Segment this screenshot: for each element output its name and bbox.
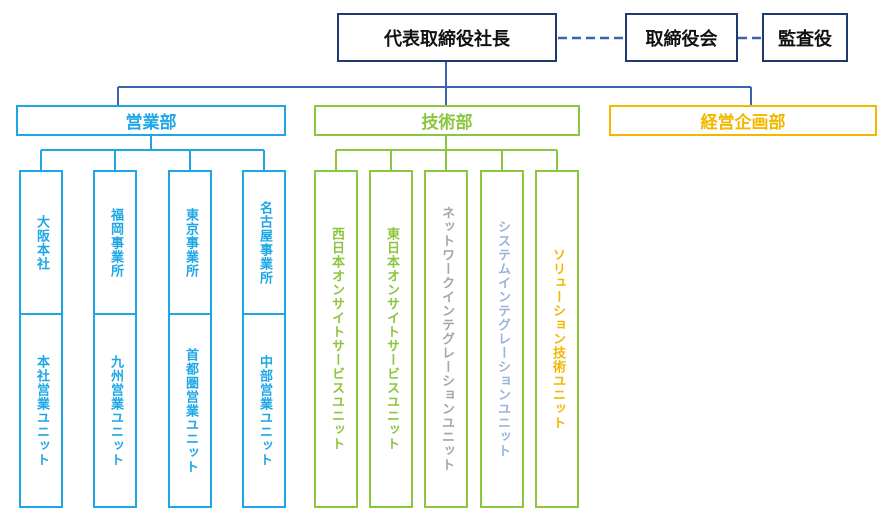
president-label: 代表取締役社長 [384, 28, 510, 50]
tech-unit-column: 東日本オンサイトサービスユニット [369, 170, 413, 508]
board-label: 取締役会 [645, 28, 718, 50]
office-label: 福岡事業所 [108, 207, 123, 278]
unit-label: 九州営業ユニット [108, 354, 123, 467]
tech-unit-column: 西日本オンサイトサービスユニット [314, 170, 358, 508]
sales-unit-column: 大阪本社 本社営業ユニット [19, 170, 63, 508]
sales-unit-column: 名古屋事業所 中部営業ユニット [242, 170, 286, 508]
office-label: 大阪本社 [34, 214, 49, 271]
unit-label: ネットワークインテグレーションユニット [439, 206, 454, 472]
tech-unit-column: システムインテグレーションユニット [480, 170, 524, 508]
unit-label: 本社営業ユニット [34, 354, 49, 467]
sales-dept-box: 営業部 [16, 105, 286, 136]
sales-unit-column: 東京事業所 首都圏営業ユニット [168, 170, 212, 508]
planning-dept-box: 経営企画部 [609, 105, 877, 136]
tech-dept-label: 技術部 [421, 113, 473, 133]
unit-label: 首都圏営業ユニット [183, 347, 198, 474]
auditor-label: 監査役 [778, 28, 832, 50]
tech-unit-column: ソリューション技術ユニット [535, 170, 579, 508]
tech-unit-column: ネットワークインテグレーションユニット [424, 170, 468, 508]
tech-dept-box: 技術部 [314, 105, 580, 136]
unit-label: ソリューション技術ユニット [550, 248, 565, 430]
auditor-box: 監査役 [762, 13, 848, 62]
office-label: 東京事業所 [183, 207, 198, 278]
office-label: 名古屋事業所 [257, 200, 272, 285]
sales-unit-column: 福岡事業所 九州営業ユニット [93, 170, 137, 508]
unit-label: 西日本オンサイトサービスユニット [329, 227, 344, 451]
planning-dept-label: 経営企画部 [700, 113, 786, 133]
sales-dept-label: 営業部 [125, 113, 177, 133]
unit-label: システムインテグレーションユニット [495, 220, 510, 458]
unit-label: 中部営業ユニット [257, 354, 272, 467]
unit-label: 東日本オンサイトサービスユニット [384, 227, 399, 451]
president-box: 代表取締役社長 [337, 13, 557, 62]
board-box: 取締役会 [625, 13, 738, 62]
